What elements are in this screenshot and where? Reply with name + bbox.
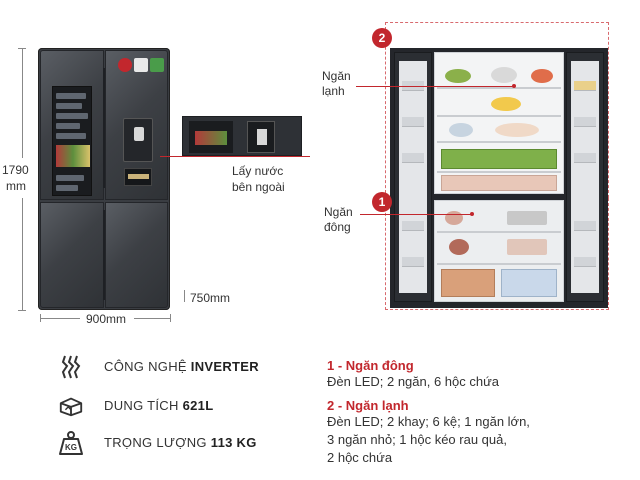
fridge-door-display [52,86,92,196]
external-water-label: Lấy nước bên ngoài [232,164,285,194]
zone-2-pointer [356,86,514,87]
svg-text:KG: KG [65,443,77,452]
detail-freezer-title: 1 - Ngăn đông [327,358,414,373]
detail-freezer-body: Đèn LED; 2 ngăn, 6 hộc chứa [327,374,500,389]
height-dim-line [22,48,23,158]
fridge-closed-front [38,48,170,310]
spec-weight-value: 113 KG [210,435,257,450]
zone-2-marker: 2 [372,28,392,48]
freezer-compartment [434,200,564,302]
height-dim-bottom-tick [18,310,26,311]
zoom-connector-line [160,156,310,157]
height-dim-value: 1790 [2,163,29,177]
control-panel [124,168,152,186]
fridge-door-bottom-right [105,202,168,308]
spec-inverter-label: CÔNG NGHỆ [104,359,191,374]
width-dim-value: 900mm [86,312,127,326]
weight-kg-icon: KG [58,430,84,456]
fridge-open-interior [390,48,608,308]
zone-1-pointer-dot [470,212,474,216]
zone-1-label: Ngăn đông [324,205,353,234]
capacity-icon [58,393,84,419]
detail-fridge-body: Đèn LED; 2 khay; 6 kệ; 1 ngăn lớn, 3 ngă… [327,414,530,465]
height-dim-line-lower [22,198,23,310]
open-door-left [394,52,432,302]
zone-1-pointer [360,214,472,215]
zone-2-pointer-dot [512,84,516,88]
depth-dim-value: 750mm [190,291,231,305]
spec-capacity: DUNG TÍCH 621L [58,391,213,421]
warranty-badge-icon [134,58,148,72]
spec-weight-label: TRỌNG LƯỢNG [104,435,211,450]
zone-1-marker: 1 [372,192,392,212]
open-door-right [566,52,604,302]
inverter-icon [58,354,84,380]
spec-capacity-value: 621L [182,398,214,413]
fridge-handle-top [103,68,105,188]
spec-inverter-value: INVERTER [190,359,259,374]
detail-fridge-title: 2 - Ngăn lạnh [327,398,409,413]
spec-weight: KG TRỌNG LƯỢNG 113 KG [58,428,256,458]
depth-dim-tick [184,290,185,302]
width-dim-line-left [40,318,80,319]
width-dim-line-right [134,318,170,319]
energy-badge-icon [150,58,164,72]
zone-2-label: Ngăn lạnh [322,69,351,98]
fridge-door-bottom-left [40,202,104,308]
height-dim-unit: mm [6,179,26,193]
fridge-handle-bottom [103,210,105,300]
spec-inverter: CÔNG NGHỆ INVERTER [58,352,259,382]
brand-badge-icon [118,58,132,72]
water-dispenser [123,118,153,162]
dispenser-zoom-view [182,116,302,156]
fridge-compartment [434,52,564,194]
spec-capacity-label: DUNG TÍCH [104,398,183,413]
width-dim-right-tick [170,314,171,322]
